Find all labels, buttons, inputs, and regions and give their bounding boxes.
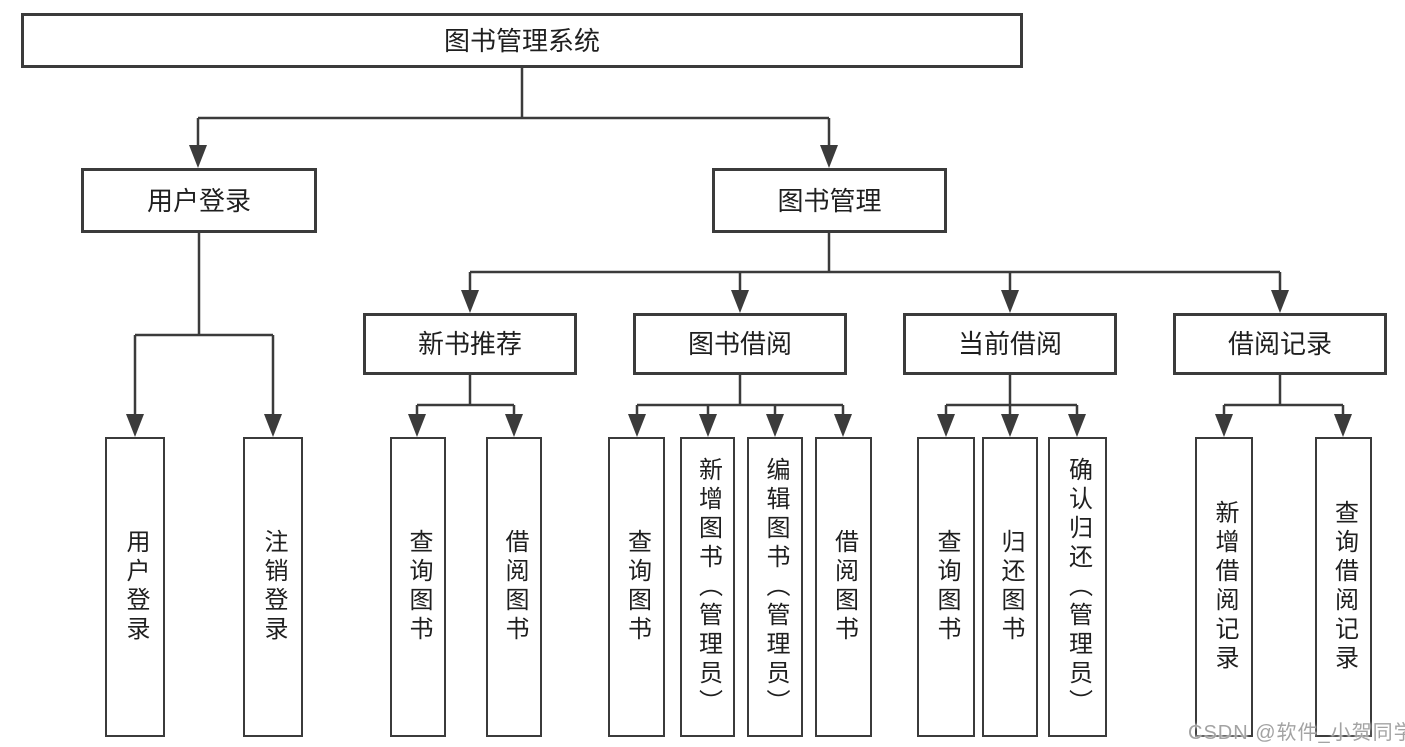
leaf-logout-login-label: 注销登录 [260,529,287,645]
node-user-login: 用户登录 [81,168,317,233]
arrow-down-icon [937,414,955,437]
node-book-management-label: 图书管理 [777,185,882,216]
arrow-down-icon [264,414,282,437]
connector-borrowing-records [1222,375,1345,417]
connector-user-login [133,233,275,417]
arrow-down-icon [126,414,144,437]
connector-book-borrowing [635,375,845,417]
leaf-query-books-current-label: 查询图书 [933,529,960,645]
node-new-book-recommendation-label: 新书推荐 [417,329,522,359]
leaf-user-login-label: 用户登录 [122,529,149,645]
arrow-down-icon [1068,414,1086,437]
arrow-down-icon [699,414,717,437]
arrow-down-icon [628,414,646,437]
leaf-query-books-current: 查询图书 [917,437,975,737]
arrow-down-icon [1215,414,1233,437]
arrow-down-icon [1001,290,1019,313]
node-book-borrowing: 图书借阅 [633,313,847,375]
leaf-add-borrow-record-label: 新增借阅记录 [1211,500,1238,674]
node-current-borrowing: 当前借阅 [903,313,1117,375]
leaf-edit-book-admin-label: 编辑图书（管理员） [762,456,789,718]
leaf-query-borrow-record: 查询借阅记录 [1315,437,1372,737]
arrow-down-icon [505,414,523,437]
leaf-logout-login: 注销登录 [243,437,303,737]
node-new-book-recommendation: 新书推荐 [363,313,577,375]
arrow-down-icon [1271,290,1289,313]
leaf-add-book-admin: 新增图书（管理员） [680,437,735,737]
leaf-borrow-books-recommend: 借阅图书 [486,437,542,737]
node-borrowing-records-label: 借阅记录 [1227,329,1332,359]
watermark: CSDN @软件_小贺同学 [1188,722,1405,744]
connector-current-borrowing [944,375,1079,417]
connector-book-management [468,233,1282,293]
connector-new-book-recommendation [415,375,516,417]
leaf-user-login: 用户登录 [105,437,165,737]
arrow-down-icon [731,290,749,313]
node-library-system-label: 图书管理系统 [443,25,600,56]
leaf-query-borrow-record-label: 查询借阅记录 [1330,500,1358,674]
arrow-down-icon [1001,414,1019,437]
leaf-return-books-label: 归还图书 [997,529,1024,645]
leaf-edit-book-admin: 编辑图书（管理员） [747,437,803,737]
node-library-system: 图书管理系统 [21,13,1023,68]
leaf-borrow-books-borrowing-label: 借阅图书 [830,529,858,645]
connector-root [196,68,831,148]
leaf-borrow-books-borrowing: 借阅图书 [815,437,872,737]
leaf-add-borrow-record: 新增借阅记录 [1195,437,1253,737]
leaf-query-books-borrowing-label: 查询图书 [623,529,651,645]
leaf-query-books-borrowing: 查询图书 [608,437,665,737]
arrow-down-icon [1334,414,1352,437]
arrow-down-icon [820,145,838,168]
arrow-down-icon [189,145,207,168]
node-current-borrowing-label: 当前借阅 [957,329,1062,359]
leaf-query-books-recommend: 查询图书 [390,437,446,737]
node-borrowing-records: 借阅记录 [1173,313,1387,375]
leaf-add-book-admin-label: 新增图书（管理员） [694,456,722,718]
leaf-borrow-books-recommend-label: 借阅图书 [501,529,528,645]
arrow-down-icon [461,290,479,313]
node-book-borrowing-label: 图书借阅 [687,329,792,359]
arrow-down-icon [408,414,426,437]
leaf-return-books: 归还图书 [982,437,1038,737]
leaf-confirm-return-admin-label: 确认归还（管理员） [1064,456,1092,718]
leaf-query-books-recommend-label: 查询图书 [405,529,432,645]
arrow-down-icon [766,414,784,437]
node-user-login-label: 用户登录 [146,185,251,216]
leaf-confirm-return-admin: 确认归还（管理员） [1048,437,1107,737]
arrow-down-icon [834,414,852,437]
node-book-management: 图书管理 [712,168,947,233]
